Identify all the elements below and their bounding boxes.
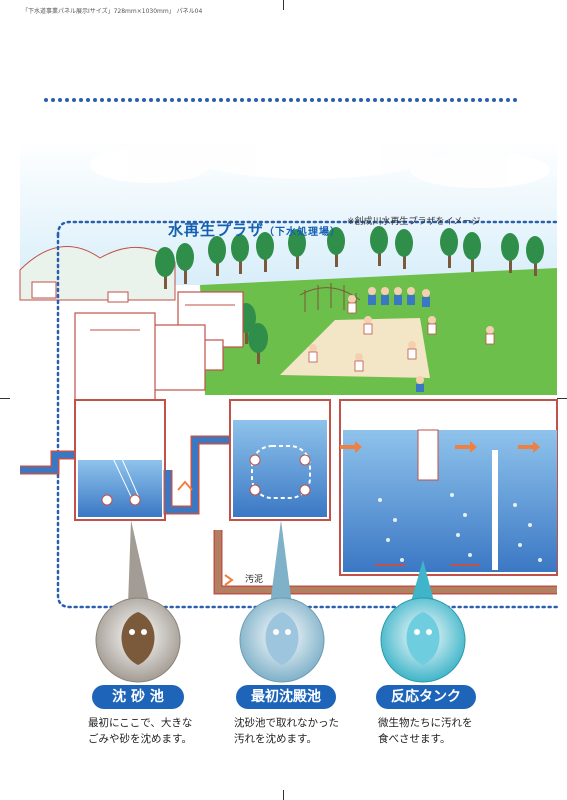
page-title: 水再生プラザ（下水処理場）: [168, 219, 341, 240]
stage-badge-reaction-tank: 反応タンク: [376, 685, 476, 709]
sludge-label: 汚泥: [245, 575, 264, 585]
crop-mark: [557, 398, 567, 399]
stage-desc-grit-chamber: 最初にここで、大きな ごみや砂を沈めます。: [88, 715, 192, 747]
bubble-reaction-tank: [380, 597, 466, 683]
crop-mark: [283, 0, 284, 10]
desc-line: 最初にここで、大きな: [88, 717, 193, 729]
title-main: 水再生プラザ: [168, 221, 265, 239]
plant-building: [74, 291, 244, 404]
desc-line: 沈砂池で取れなかった: [234, 717, 339, 729]
print-header: 「下水道事業パネル展示Ⅰサイズ」728mm×1030mm」 パネル04: [22, 8, 203, 15]
bubble-primary-tank: [239, 597, 325, 683]
stage-desc-reaction-tank: 微生物たちに汚れを 食べさせます。: [378, 715, 473, 747]
crop-mark: [283, 790, 284, 800]
image-note: ※創成川水再生プラザをイメージ: [347, 217, 481, 227]
desc-line: 汚れを沈めます。: [234, 733, 317, 745]
desc-line: ごみや砂を沈めます。: [88, 733, 192, 745]
dotted-divider: [44, 98, 517, 102]
title-sub: （下水処理場）: [264, 227, 342, 238]
players: [308, 287, 495, 392]
desc-line: 食べさせます。: [378, 733, 451, 745]
stage-desc-primary-tank: 沈砂池で取れなかった 汚れを沈めます。: [234, 715, 339, 747]
stage-badge-primary-tank: 最初沈殿池: [236, 685, 336, 709]
crop-mark: [0, 398, 10, 399]
desc-line: 微生物たちに汚れを: [378, 717, 473, 729]
bubble-grit-chamber: [95, 597, 181, 683]
stage-badge-grit-chamber: 沈 砂 池: [92, 685, 184, 709]
